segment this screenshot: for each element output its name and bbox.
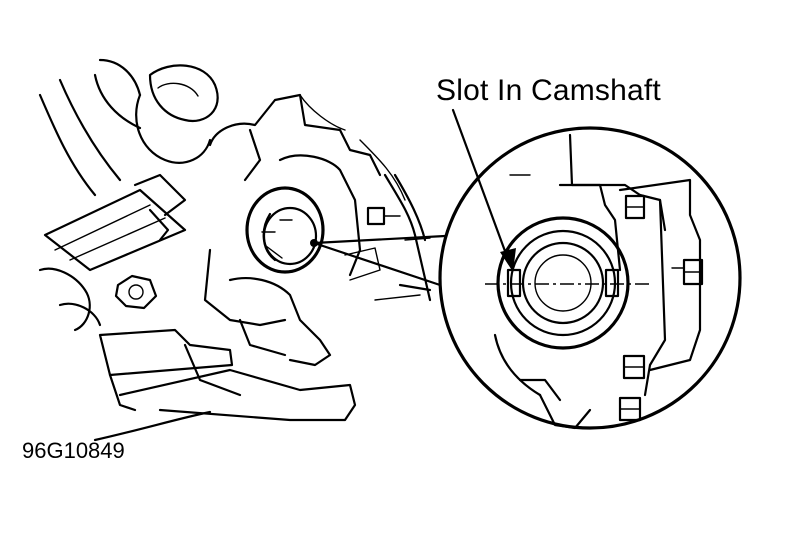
bolt-icon-bottom xyxy=(618,396,642,422)
callout-label: Slot In Camshaft xyxy=(436,74,661,107)
hex-nut-icon xyxy=(114,274,158,310)
magnified-view xyxy=(438,126,742,430)
callout-arrow xyxy=(451,108,516,272)
camshaft-end-magnified xyxy=(485,216,650,350)
bolt-icon-lower xyxy=(622,354,646,380)
camshaft-end-small xyxy=(245,186,325,274)
bolt-icon-upper xyxy=(624,194,646,220)
engine-overview xyxy=(38,58,432,442)
figure-code: 96G10849 xyxy=(22,438,125,463)
bolt-icon-middle xyxy=(671,258,704,286)
zoom-leader-lines xyxy=(312,234,447,287)
